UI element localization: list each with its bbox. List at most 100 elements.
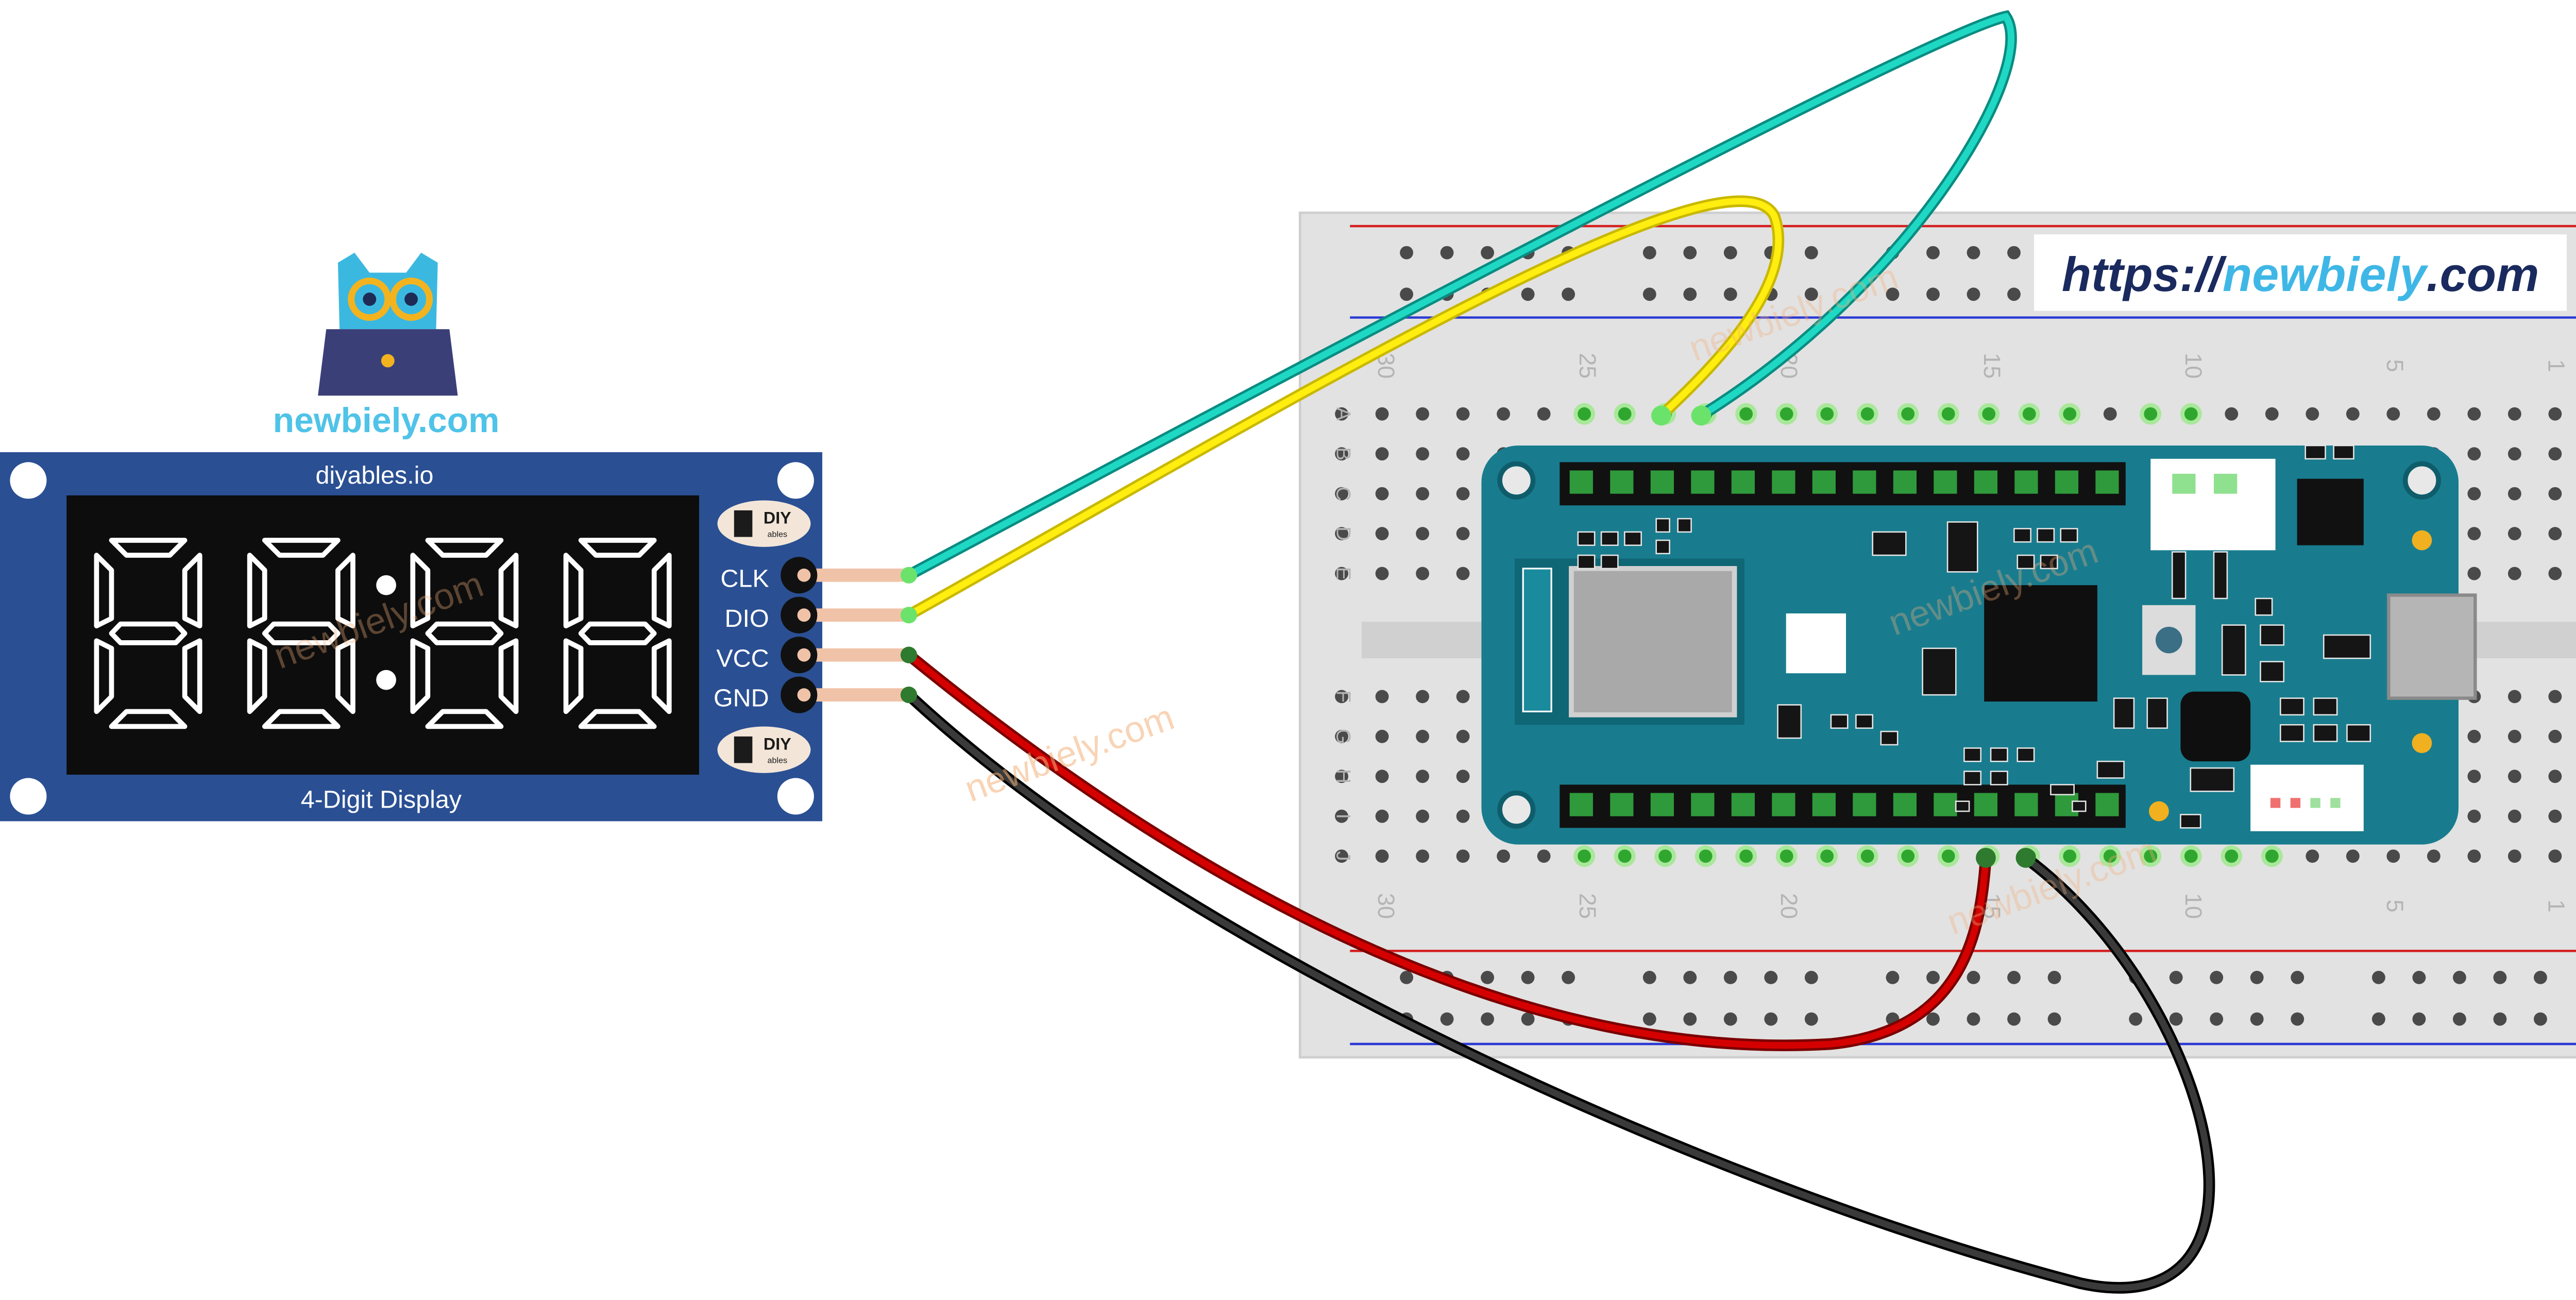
- breadboard-hole: [2548, 849, 2562, 863]
- breadboard-hole: [2548, 567, 2562, 580]
- smd-component: [2260, 661, 2285, 682]
- breadboard-hole: [1860, 849, 1874, 863]
- breadboard-hole: [2265, 407, 2279, 421]
- wire-dio: [905, 198, 1782, 619]
- smd-component: [2171, 551, 2187, 600]
- breadboard-hole: [2467, 407, 2481, 421]
- rail-hole: [2453, 970, 2466, 984]
- rail-hole: [1481, 1012, 1495, 1026]
- breadboard-hole: [2346, 407, 2360, 421]
- rail-hole: [1926, 287, 1940, 301]
- display-module: diyables.io 4-Digit Display DIY ables DI…: [0, 452, 909, 822]
- breadboard-hole: [1456, 849, 1470, 863]
- breadboard-hole: [2467, 447, 2481, 461]
- colon: [376, 575, 396, 690]
- smd-component: [1855, 714, 1874, 729]
- breadboard-hole: [2507, 729, 2521, 743]
- mount-hole-top-right: [777, 462, 814, 499]
- smd-component: [2050, 784, 2075, 796]
- breadboard-hole: [2548, 690, 2562, 704]
- breadboard-hole: [1335, 487, 1349, 501]
- smd-component: [1955, 800, 1970, 812]
- segment: [410, 553, 431, 629]
- breadboard-hole: [1416, 487, 1430, 501]
- breadboard-hole: [2507, 447, 2521, 461]
- rail-hole: [2371, 1012, 2385, 1026]
- led-yellow-3: [2149, 801, 2169, 822]
- smd-component: [2190, 767, 2235, 792]
- rail-hole: [1400, 287, 1414, 301]
- smd-component: [1655, 539, 1670, 555]
- segment: [262, 621, 341, 645]
- breadboard-hole: [2386, 407, 2400, 421]
- wire-vcc: [905, 652, 1989, 1049]
- smd-component: [1655, 518, 1670, 533]
- header-pin-top: [2014, 470, 2038, 494]
- smd-component: [2333, 444, 2354, 460]
- breadboard-hole: [1820, 849, 1834, 863]
- wire-end-gnd-board: [2015, 848, 2036, 868]
- brand-text: diyables.io: [315, 461, 433, 489]
- breadboard-hole: [1739, 407, 1753, 421]
- smd-component: [2346, 724, 2371, 742]
- breadboard-hole: [2507, 809, 2521, 823]
- pin-label-clk: CLK: [720, 565, 769, 592]
- row-letter: G: [1332, 729, 1354, 744]
- breadboard-hole: [1941, 849, 1955, 863]
- breadboard-hole: [1375, 527, 1389, 540]
- url-text: https://newbiely.com: [2062, 247, 2539, 301]
- breadboard-hole: [2467, 729, 2481, 743]
- rail-hole: [2007, 287, 2021, 301]
- header-pin-bottom: [1610, 793, 1634, 816]
- display-caption: 4-Digit Display: [301, 786, 462, 814]
- breadboard-hole: [1456, 527, 1470, 540]
- rail-hole: [2493, 1012, 2507, 1026]
- segment: [182, 638, 202, 714]
- breadboard-hole: [1456, 407, 1470, 421]
- digit-4: [563, 538, 672, 729]
- breadboard-hole: [1537, 407, 1551, 421]
- smd-component: [2313, 724, 2338, 742]
- smd-component: [1577, 531, 1596, 546]
- header-pin-bottom: [1974, 793, 1998, 816]
- breadboard-hole: [2548, 527, 2562, 540]
- smd-component: [1880, 730, 1899, 746]
- rail-hole: [1967, 246, 1980, 260]
- rail-hole: [1967, 1012, 1980, 1026]
- breadboard-hole: [2225, 407, 2239, 421]
- rail-hole: [2453, 1012, 2466, 1026]
- breadboard-hole: [2548, 407, 2562, 421]
- smd-component: [2180, 814, 2201, 829]
- wire-end-vcc-board: [1976, 848, 1996, 868]
- rail-hole: [2250, 970, 2264, 984]
- header-pin-top: [2055, 470, 2079, 494]
- breadboard-hole: [1780, 407, 1793, 421]
- header-pin-bottom: [1772, 793, 1795, 816]
- segment: [651, 638, 672, 714]
- smd-component: [2279, 724, 2304, 742]
- breadboard-hole: [1416, 769, 1430, 783]
- rail-hole: [1723, 287, 1737, 301]
- breadboard-hole: [1739, 849, 1753, 863]
- breadboard-hole: [2467, 527, 2481, 540]
- diy-badge-top-text: DIY: [764, 509, 791, 527]
- rail-hole: [2210, 1012, 2224, 1026]
- breadboard-hole: [2022, 407, 2036, 421]
- rail-hole: [1804, 970, 1818, 984]
- rail-hole: [2169, 970, 2183, 984]
- mount-hole-bottom-left: [10, 778, 47, 815]
- led-yellow-2: [2412, 733, 2432, 754]
- breadboard-hole: [2427, 407, 2441, 421]
- breadboard-hole: [2184, 849, 2198, 863]
- wire-gnd: [905, 691, 2213, 1291]
- rail-hole: [1642, 970, 1656, 984]
- rail-hole: [1481, 246, 1495, 260]
- rail-hole: [1521, 287, 1535, 301]
- smd-component: [2146, 697, 2168, 729]
- breadboard-hole: [1860, 407, 1874, 421]
- rail-hole: [1521, 970, 1535, 984]
- mount-hole-bottom-right: [777, 778, 814, 815]
- rail-hole: [1481, 970, 1495, 984]
- column-number: 1: [2543, 899, 2569, 912]
